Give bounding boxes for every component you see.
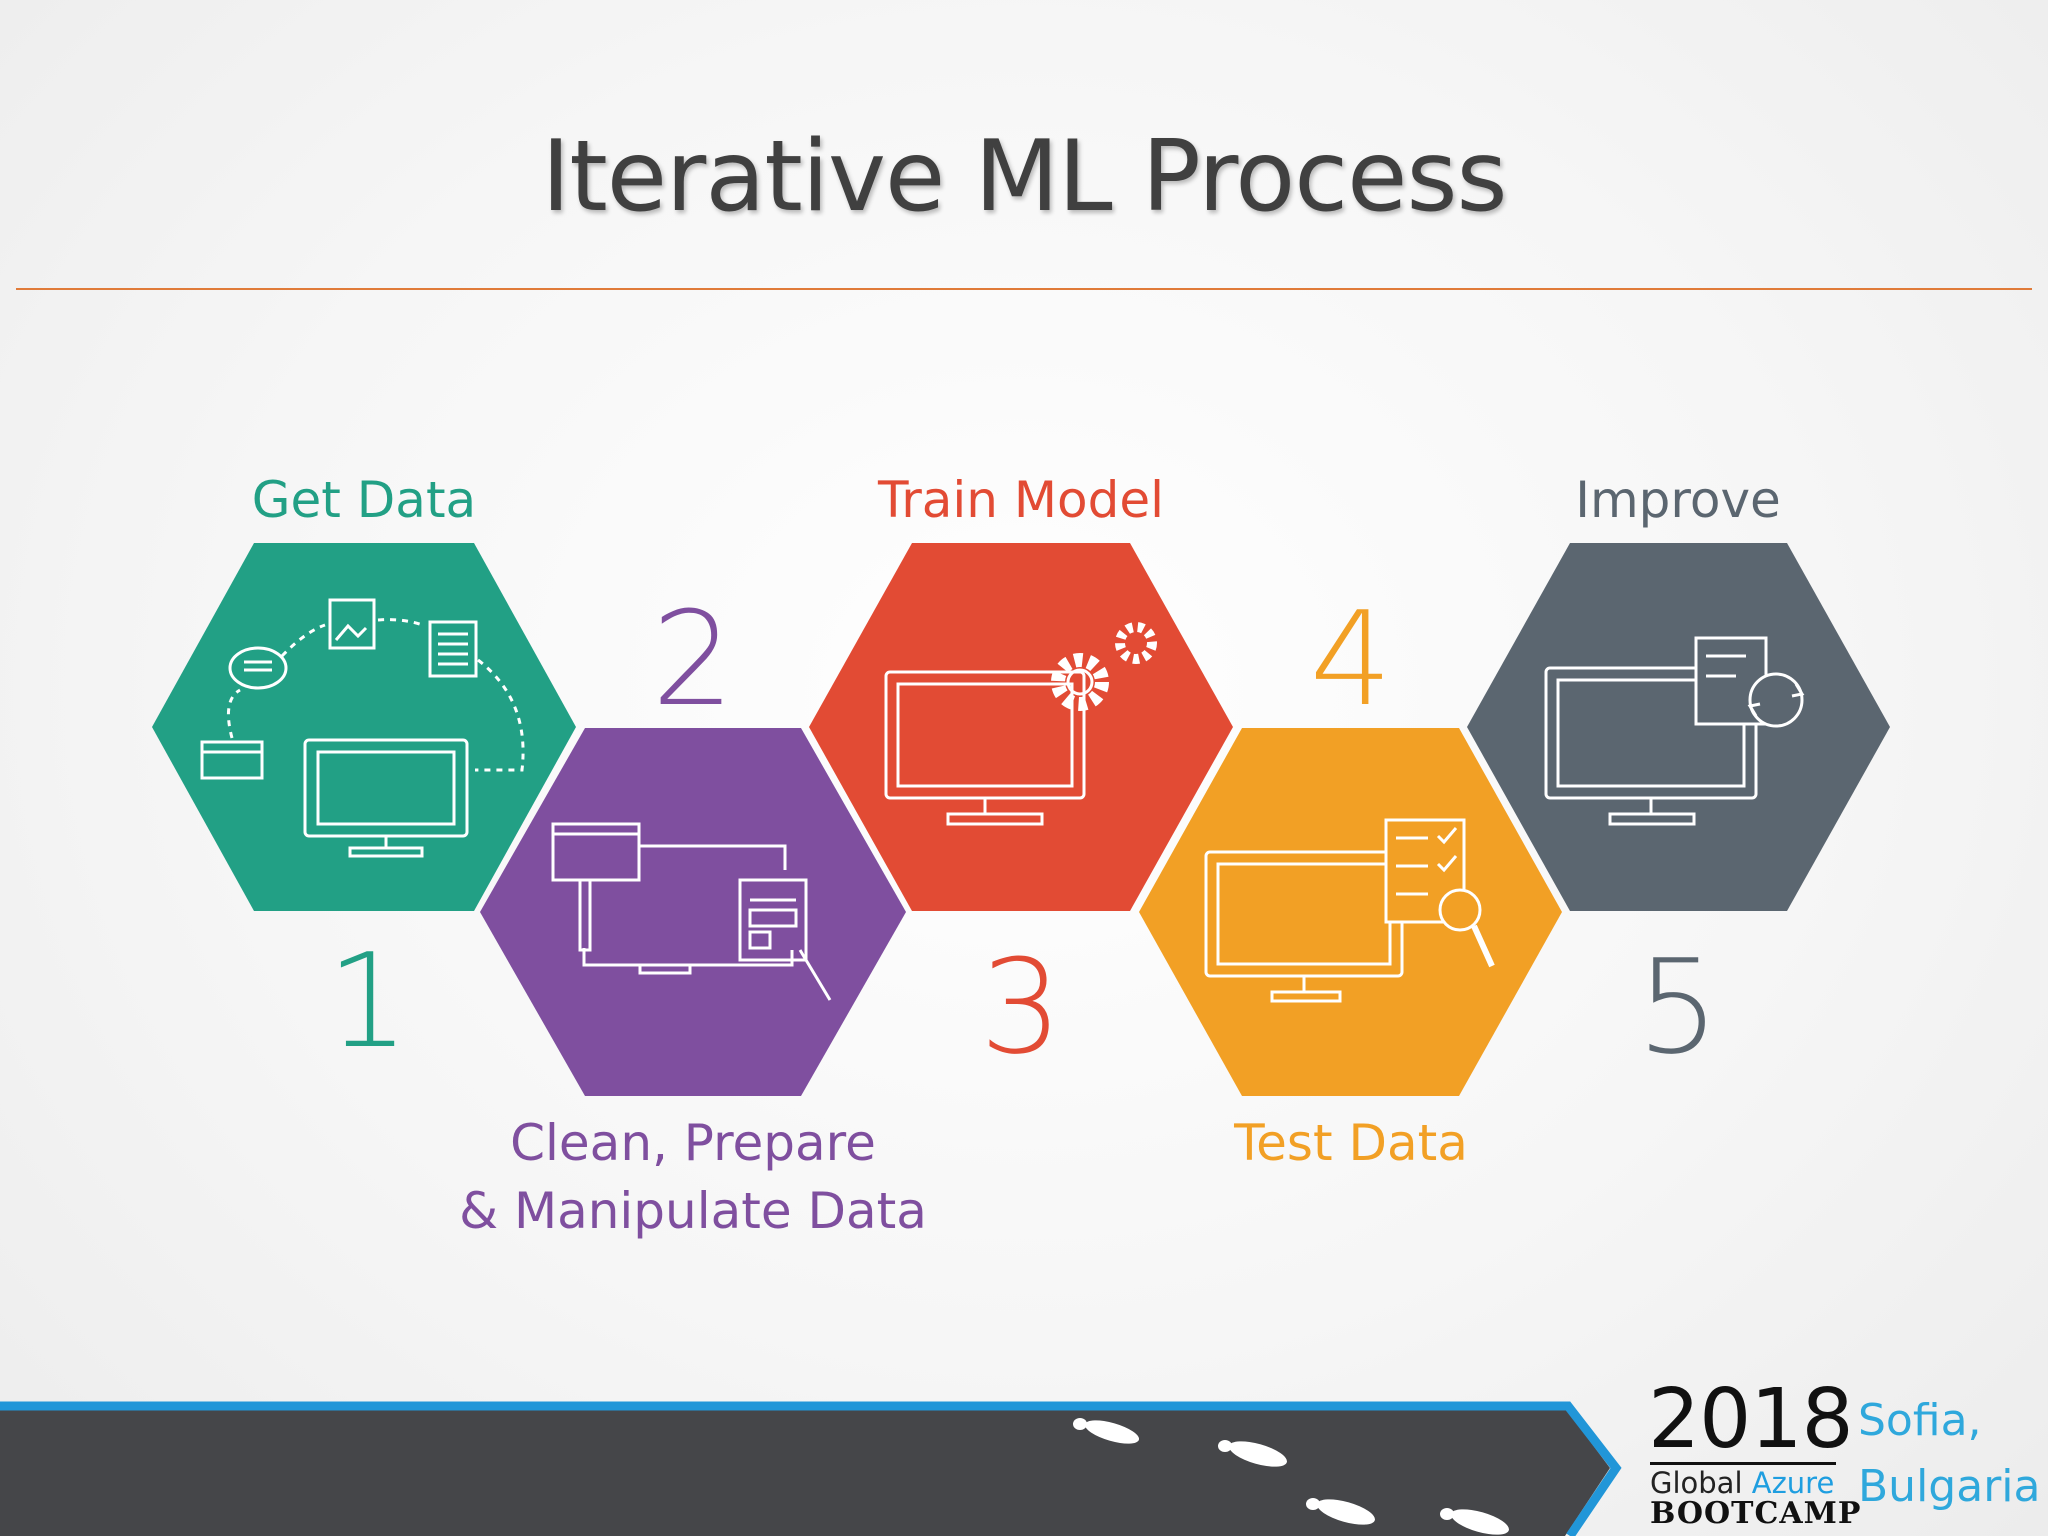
footer-city-line-1: Sofia, (1858, 1395, 1982, 1446)
step-5-label: Improve (1575, 471, 1781, 529)
footer-bootcamp: BOOTCAMP (1650, 1496, 1862, 1531)
hexagon-get-data (152, 543, 576, 911)
step-1-number: 1 (327, 925, 410, 1077)
step-4-label: Test Data (1233, 1114, 1468, 1172)
hexagon-clean-prepare (480, 728, 906, 1096)
footer-year-underline (1650, 1462, 1836, 1465)
footer-location: Sofia, Bulgaria (1858, 1388, 2040, 1520)
step-5-number: 5 (1637, 931, 1720, 1083)
step-3-label: Train Model (877, 471, 1164, 529)
footer-accent-stripe (0, 1401, 1622, 1536)
hexagon-improve (1467, 543, 1890, 911)
step-2-label-line-1: Clean, Prepare (510, 1114, 876, 1172)
footprints-icon (1073, 1418, 1509, 1535)
step-2-number: 2 (652, 583, 735, 735)
footer-band (0, 1408, 1610, 1536)
footer-year: 2018 (1648, 1372, 1854, 1467)
step-1-label: Get Data (252, 471, 476, 529)
refresh-document-icon (1544, 636, 1805, 826)
footer-city-line-2: Bulgaria (1858, 1461, 2041, 1512)
footer-global-azure: Global Azure (1650, 1466, 1834, 1500)
hexagon-train-model (809, 543, 1233, 911)
data-sources-icon (200, 598, 525, 858)
monitor-gears-icon (884, 622, 1157, 826)
code-editor-icon (551, 822, 832, 1001)
footer-global-text: Global (1650, 1466, 1743, 1500)
checklist-magnifier-icon (1204, 818, 1495, 1003)
footer-azure-text: Azure (1751, 1466, 1835, 1500)
title-divider (16, 288, 2032, 290)
step-2-label-line-2: & Manipulate Data (459, 1182, 927, 1240)
step-3-number: 3 (980, 931, 1063, 1083)
slide-title: Iterative ML Process (541, 120, 1507, 234)
step-4-number: 4 (1310, 583, 1393, 735)
